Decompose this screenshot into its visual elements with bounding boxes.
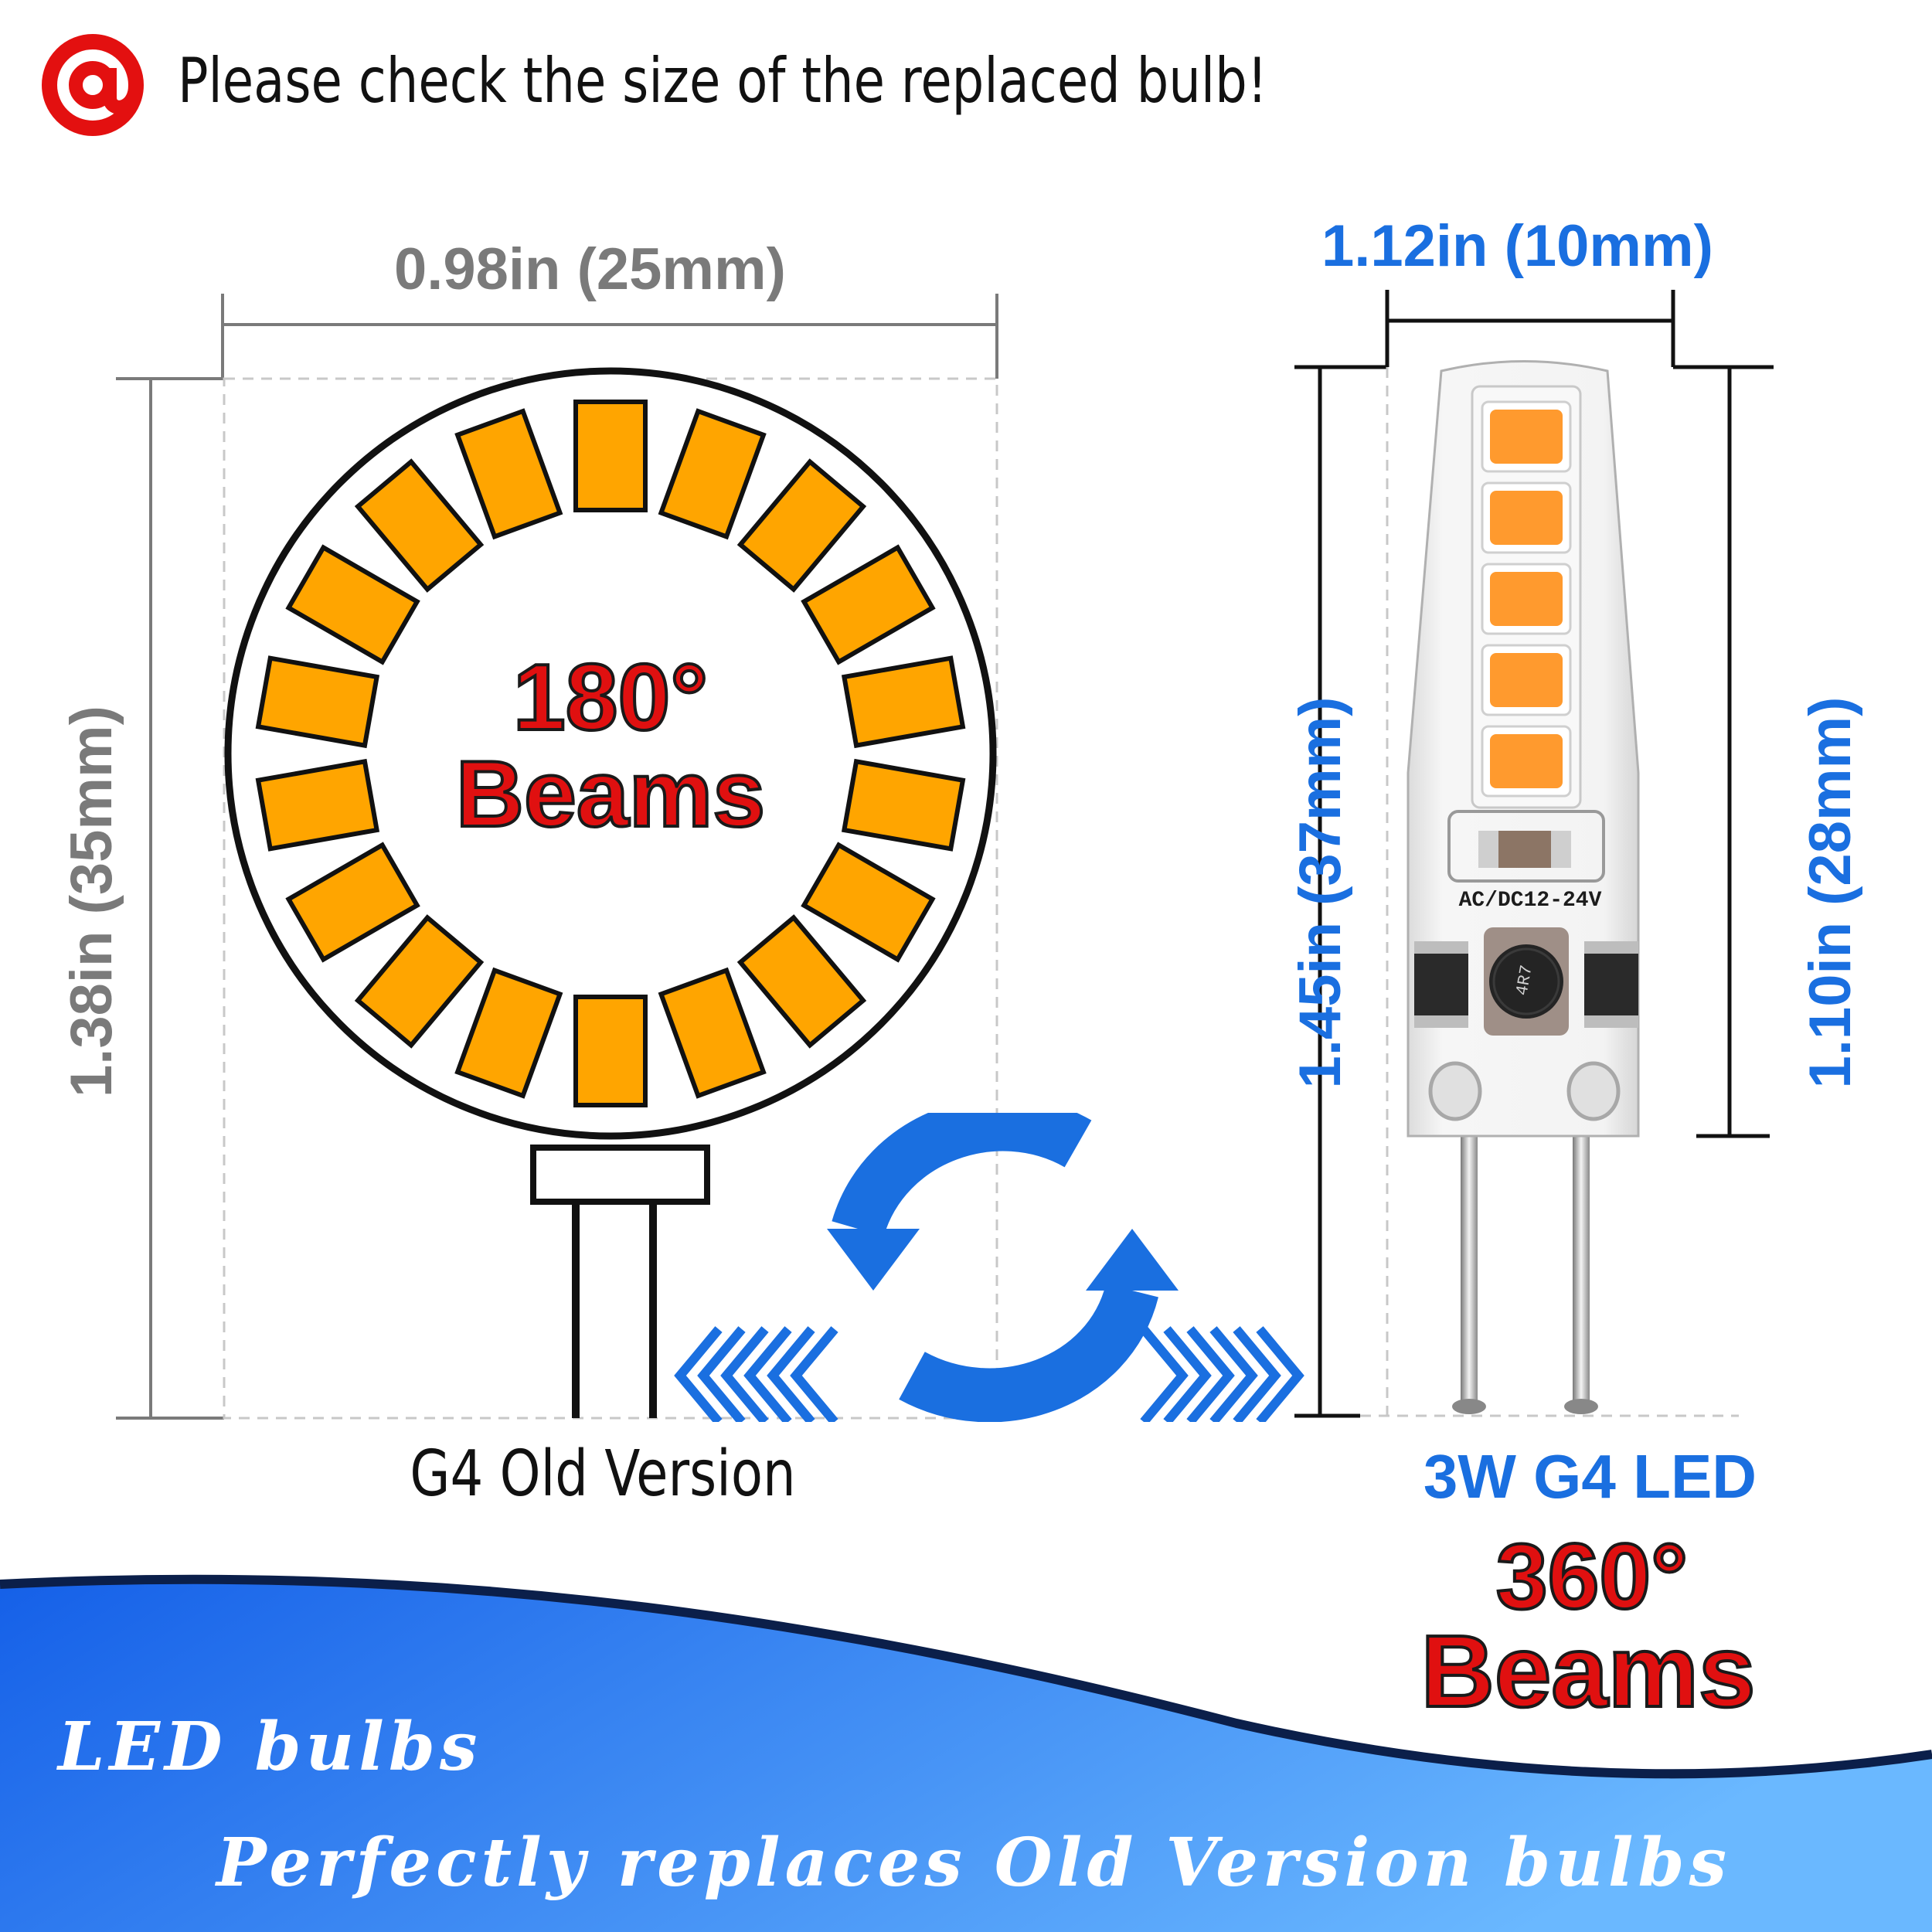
old-bulb-led-ring bbox=[255, 400, 966, 1107]
led-chip bbox=[1490, 653, 1563, 707]
led-chip bbox=[573, 400, 648, 512]
new-bulb-dimension-lines bbox=[1294, 290, 1774, 1418]
led-chip bbox=[1490, 572, 1563, 626]
old-bulb-beam-word: Beams bbox=[454, 741, 767, 846]
led-chip bbox=[658, 967, 767, 1099]
led-chip bbox=[658, 408, 767, 540]
left-chevrons-icon bbox=[674, 1326, 838, 1422]
right-chevrons-icon bbox=[1140, 1326, 1304, 1422]
old-bulb-illustration bbox=[224, 367, 997, 1418]
banner-line-1: LED bulbs bbox=[58, 1708, 482, 1786]
led-chip bbox=[285, 544, 420, 665]
new-bulb-beam-angle: 360° bbox=[1495, 1525, 1689, 1628]
led-chip bbox=[454, 967, 563, 1099]
voltage-marking: AC/DC12-24V bbox=[1458, 889, 1602, 913]
led-chip bbox=[801, 842, 936, 963]
led-chip bbox=[454, 408, 563, 540]
old-bulb-dimension-lines bbox=[116, 294, 998, 1420]
old-bulb-width-label: 0.98in (25mm) bbox=[394, 236, 786, 302]
banner-line-2: Perfectly replaces Old Version bulbs bbox=[216, 1824, 1732, 1902]
led-chip bbox=[354, 458, 485, 593]
old-bulb-beam-angle: 180° bbox=[512, 645, 709, 750]
led-chip bbox=[255, 655, 380, 749]
led-chip bbox=[736, 458, 867, 593]
led-chip bbox=[354, 914, 485, 1049]
led-chip bbox=[1490, 734, 1563, 788]
new-bulb-beam-word: Beams bbox=[1420, 1614, 1757, 1728]
led-chip bbox=[841, 758, 966, 852]
led-chip bbox=[255, 758, 380, 852]
led-chip bbox=[285, 842, 420, 963]
led-chip bbox=[736, 914, 867, 1049]
led-chip bbox=[801, 544, 936, 665]
new-bulb-illustration bbox=[1406, 360, 1640, 1414]
led-chip bbox=[573, 995, 648, 1107]
led-chip bbox=[841, 655, 966, 749]
at-sign-icon bbox=[42, 34, 144, 136]
new-bulb-led-column bbox=[1481, 400, 1572, 798]
header-notice: Please check the size of the replaced bu… bbox=[178, 45, 1268, 117]
old-bulb-caption: G4 Old Version bbox=[410, 1437, 796, 1511]
led-chip bbox=[1490, 410, 1563, 464]
new-bulb-name: 3W G4 LED bbox=[1423, 1442, 1757, 1511]
led-chip bbox=[1490, 491, 1563, 545]
refresh-arrows-icon bbox=[674, 1113, 1304, 1422]
new-bulb-width-label: 1.12in (10mm) bbox=[1321, 213, 1713, 279]
